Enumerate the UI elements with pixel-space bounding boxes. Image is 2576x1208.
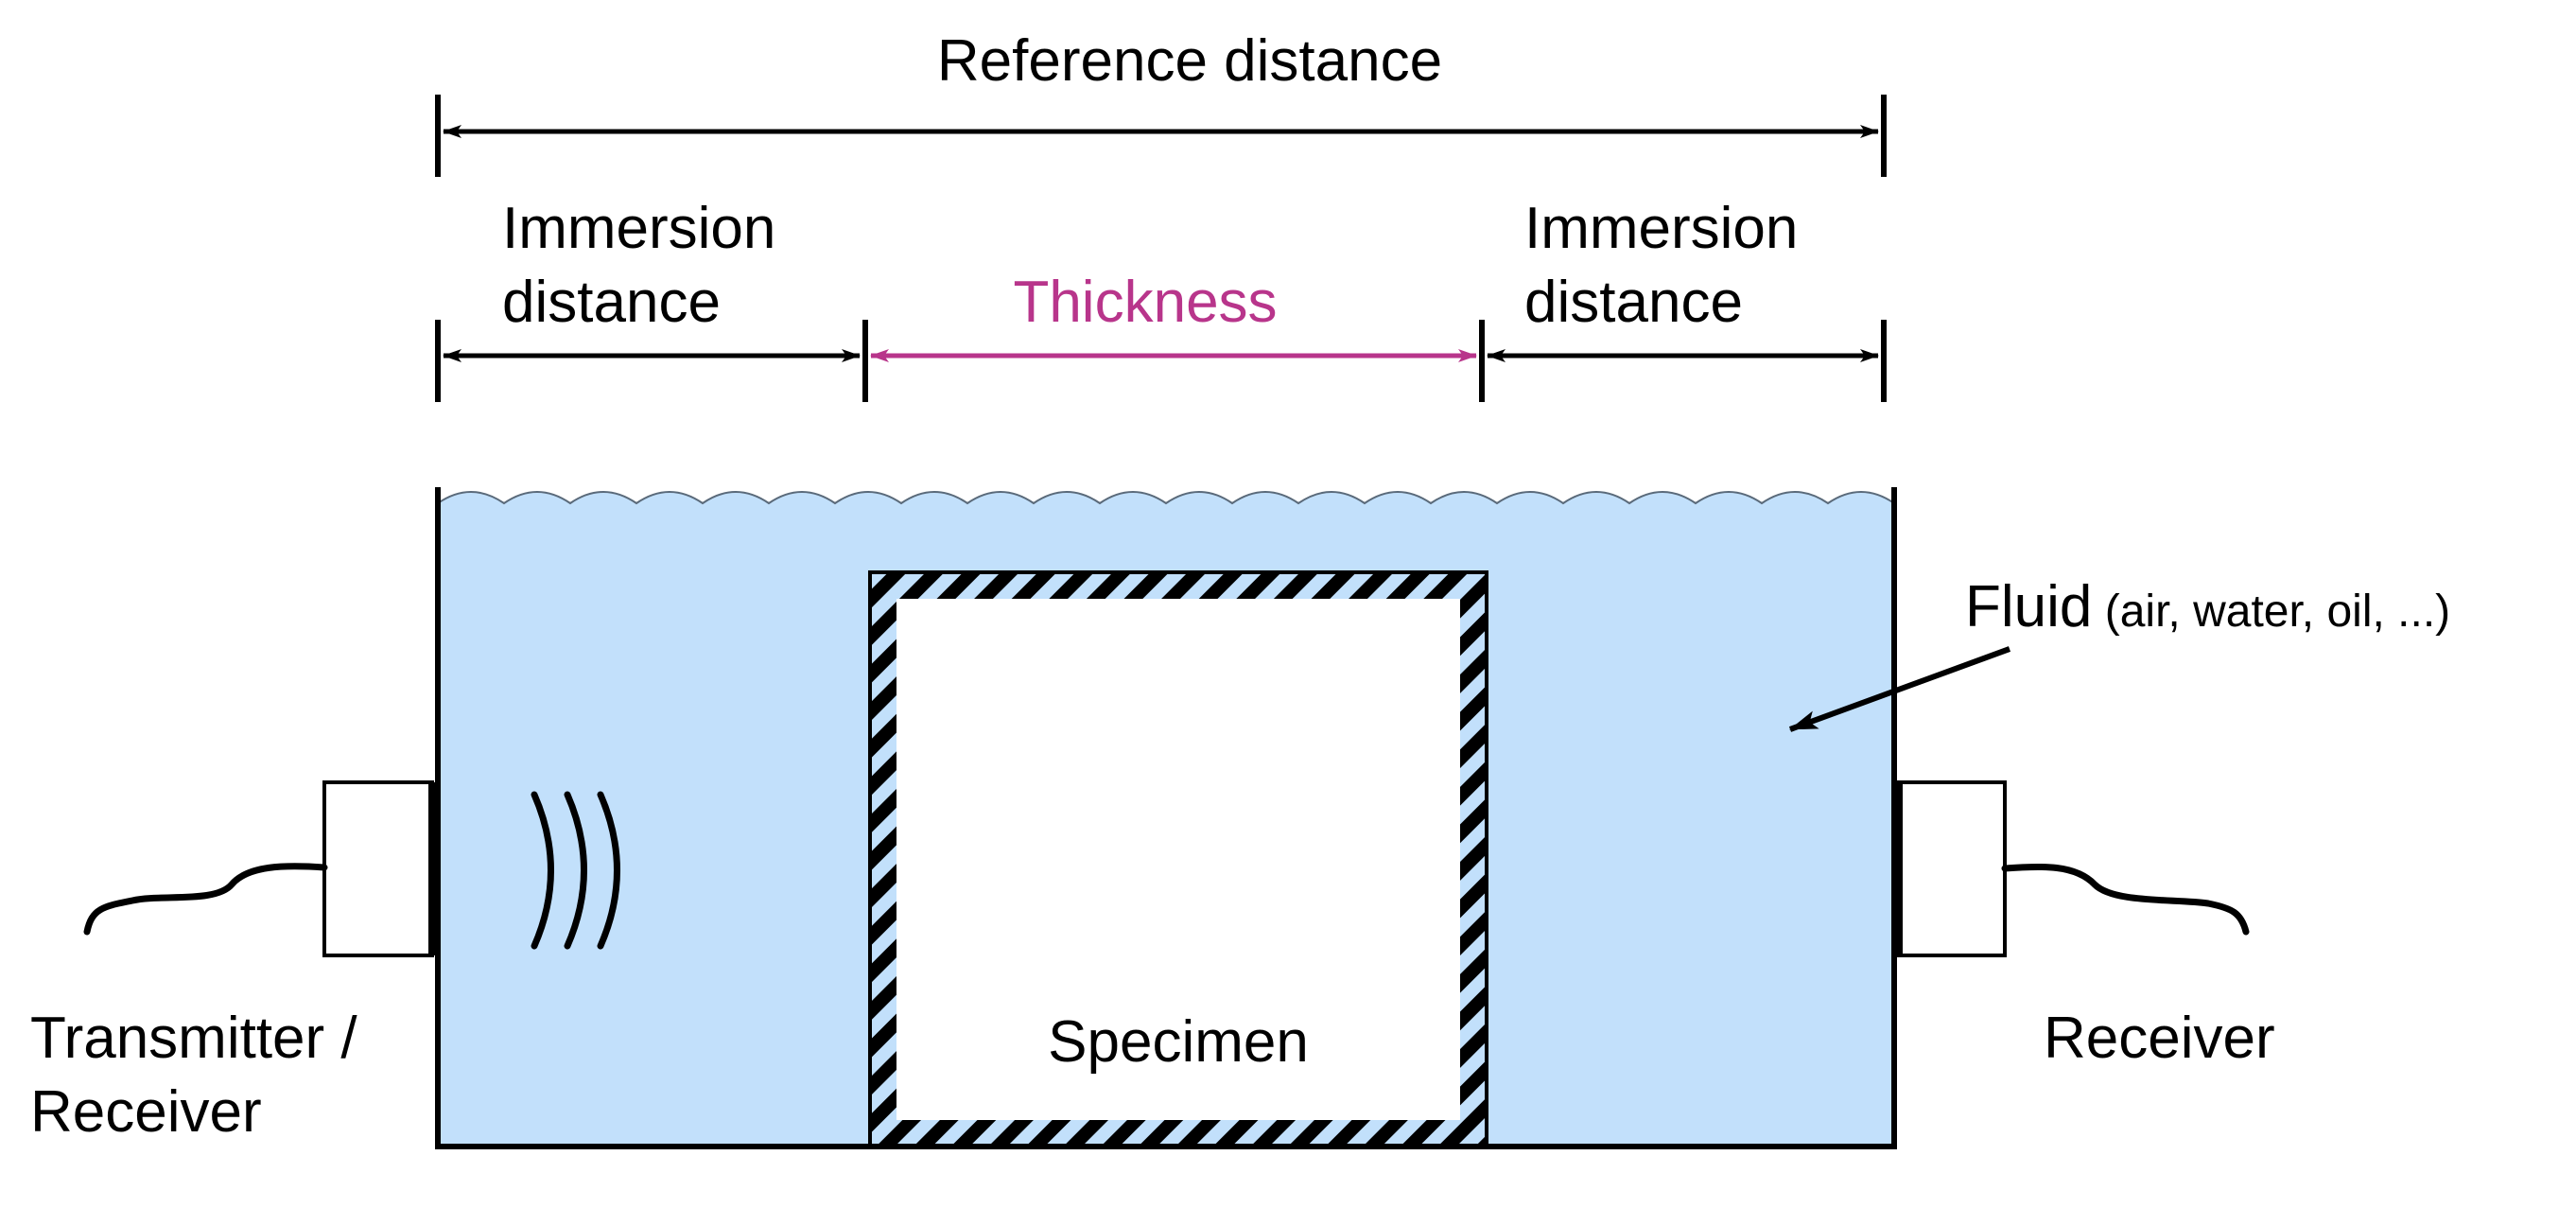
- receiver-probe: [1895, 780, 2250, 957]
- fluid-surface-wave: [437, 491, 1895, 505]
- fluid-label-detail: (air, water, oil, ...): [2092, 586, 2450, 637]
- transmitter-label-line1: Transmitter /: [30, 1006, 357, 1071]
- sound-wave-icon: [531, 791, 620, 950]
- reference-distance-label: Reference distance: [937, 28, 1442, 94]
- specimen-label: Specimen: [1048, 1009, 1309, 1075]
- specimen-outline: [868, 570, 1488, 1148]
- thickness-label: Thickness: [1013, 270, 1277, 335]
- transmitter-label-line2: Receiver: [30, 1079, 262, 1145]
- fluid-pointer-arrow: [1788, 646, 2011, 732]
- receiver-label: Receiver: [2044, 1006, 2275, 1071]
- transmitter-probe: [83, 780, 436, 957]
- immersion-right-label-line1: Immersion: [1524, 196, 1798, 261]
- dimension-ticks: [435, 95, 1887, 402]
- fluid-label-main: Fluid: [1965, 574, 2092, 639]
- fluid-label: Fluid (air, water, oil, ...): [1965, 574, 2450, 639]
- immersion-left-label-line2: distance: [502, 270, 721, 335]
- immersion-right-label-line2: distance: [1524, 270, 1743, 335]
- transmitter-cable: [83, 863, 328, 936]
- immersion-left-label-line1: Immersion: [502, 196, 775, 261]
- receiver-cable: [2001, 863, 2250, 936]
- specimen-interior: [896, 599, 1460, 1120]
